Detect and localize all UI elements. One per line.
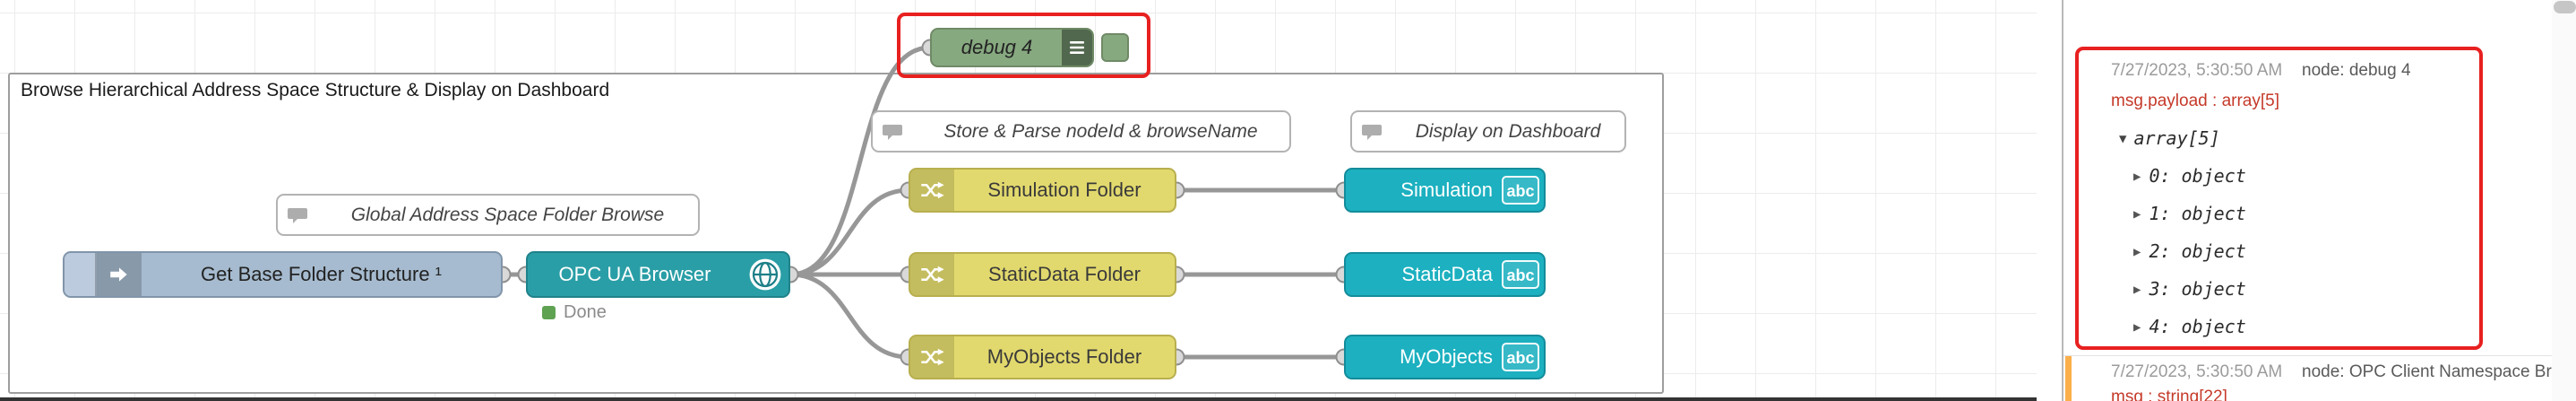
message-separator xyxy=(2063,355,2576,356)
canvas-scrollbar-track[interactable] xyxy=(2037,0,2062,401)
sidebar-scrollbar-track[interactable] xyxy=(2552,0,2576,401)
comment-node-display-dashboard[interactable]: Display on Dashboard xyxy=(1350,110,1626,153)
comment-label: Store & Parse nodeId & browseName xyxy=(943,120,1258,142)
dashboard-node-label: Simulation xyxy=(1400,179,1493,201)
comment-icon xyxy=(873,112,912,151)
debug-msg-timestamp: 7/27/2023, 5:30:50 AM xyxy=(2111,61,2283,80)
switch-node-label: Simulation Folder xyxy=(987,179,1142,201)
canvas-bottom-edge xyxy=(0,397,2037,401)
debug-sidebar: 7/27/2023, 5:30:50 AM node: debug 4 msg.… xyxy=(2062,0,2576,401)
switch-icon xyxy=(910,170,954,211)
debug-tree-item[interactable]: 0: object xyxy=(2133,165,2245,187)
opcua-browser-node[interactable]: OPC UA Browser xyxy=(526,251,790,298)
comment-label: Display on Dashboard xyxy=(1415,120,1601,142)
switch-node-label: MyObjects Folder xyxy=(986,345,1142,368)
globe-icon xyxy=(742,253,788,296)
comment-label: Global Address Space Folder Browse xyxy=(350,204,665,225)
comment-icon xyxy=(278,196,317,234)
dashboard-node-simulation[interactable]: Simulation abc xyxy=(1344,168,1546,213)
debug-msg-path: msg.payload : array[5] xyxy=(2111,92,2279,110)
switch-icon xyxy=(910,336,954,378)
dashboard-node-label: StaticData xyxy=(1401,263,1494,285)
sidebar-scrollbar-thumb[interactable] xyxy=(2554,1,2576,13)
switch-node-staticdata-folder[interactable]: StaticData Folder xyxy=(909,252,1176,297)
debug-msg-path: msg : string[22] xyxy=(2111,388,2227,401)
debug-node-label: debug 4 xyxy=(961,36,1033,58)
annotation-highlight-debug-node xyxy=(897,13,1150,78)
debug-msg-timestamp: 7/27/2023, 5:30:50 AM xyxy=(2111,362,2283,381)
wire[interactable] xyxy=(788,45,933,277)
abc-text-icon: abc xyxy=(1502,343,1539,371)
debug-tree-item[interactable]: 2: object xyxy=(2133,240,2245,262)
node-status-dot xyxy=(542,306,556,319)
debug-msg-node-name: node: debug 4 xyxy=(2302,61,2411,80)
dashboard-node-myobjects[interactable]: MyObjects abc xyxy=(1344,335,1546,379)
opcua-node-label: OPC UA Browser xyxy=(558,263,711,285)
message-warning-stripe xyxy=(2065,356,2072,401)
debug-tree-item[interactable]: 3: object xyxy=(2133,278,2245,300)
group-label: Browse Hierarchical Address Space Struct… xyxy=(21,80,610,100)
debug-tree-root[interactable]: array[5] xyxy=(2119,127,2219,149)
annotation-highlight-debug-output xyxy=(2075,47,2483,350)
node-status-text: Done xyxy=(564,302,607,322)
dashboard-node-staticdata[interactable]: StaticData abc xyxy=(1344,252,1546,297)
abc-text-icon: abc xyxy=(1502,176,1539,205)
debug-node[interactable]: debug 4 xyxy=(930,28,1094,67)
switch-node-myobjects-folder[interactable]: MyObjects Folder xyxy=(909,335,1176,379)
comment-node-store-parse[interactable]: Store & Parse nodeId & browseName xyxy=(871,110,1291,153)
debug-enable-toggle[interactable] xyxy=(1101,33,1129,62)
dashboard-node-label: MyObjects xyxy=(1400,345,1493,368)
debug-output-icon xyxy=(1062,30,1092,65)
inject-node[interactable]: Get Base Folder Structure ¹ xyxy=(63,251,503,298)
switch-node-simulation-folder[interactable]: Simulation Folder xyxy=(909,168,1176,213)
comment-node-global-browse[interactable]: Global Address Space Folder Browse xyxy=(276,194,700,236)
inject-trigger-button[interactable] xyxy=(65,253,97,296)
inject-arrow-icon xyxy=(97,253,142,296)
wire[interactable] xyxy=(788,272,911,360)
debug-tree-item[interactable]: 1: object xyxy=(2133,203,2245,224)
inject-node-label: Get Base Folder Structure ¹ xyxy=(201,263,442,285)
flow-canvas[interactable]: Browse Hierarchical Address Space Struct… xyxy=(0,0,2037,401)
comment-icon xyxy=(1352,112,1391,151)
debug-msg-node-name: node: OPC Client Namespace Brow xyxy=(2302,362,2574,381)
wire[interactable] xyxy=(788,187,911,277)
switch-node-label: StaticData Folder xyxy=(988,263,1141,285)
switch-icon xyxy=(910,254,954,295)
debug-tree-item[interactable]: 4: object xyxy=(2133,316,2245,337)
abc-text-icon: abc xyxy=(1502,260,1539,289)
